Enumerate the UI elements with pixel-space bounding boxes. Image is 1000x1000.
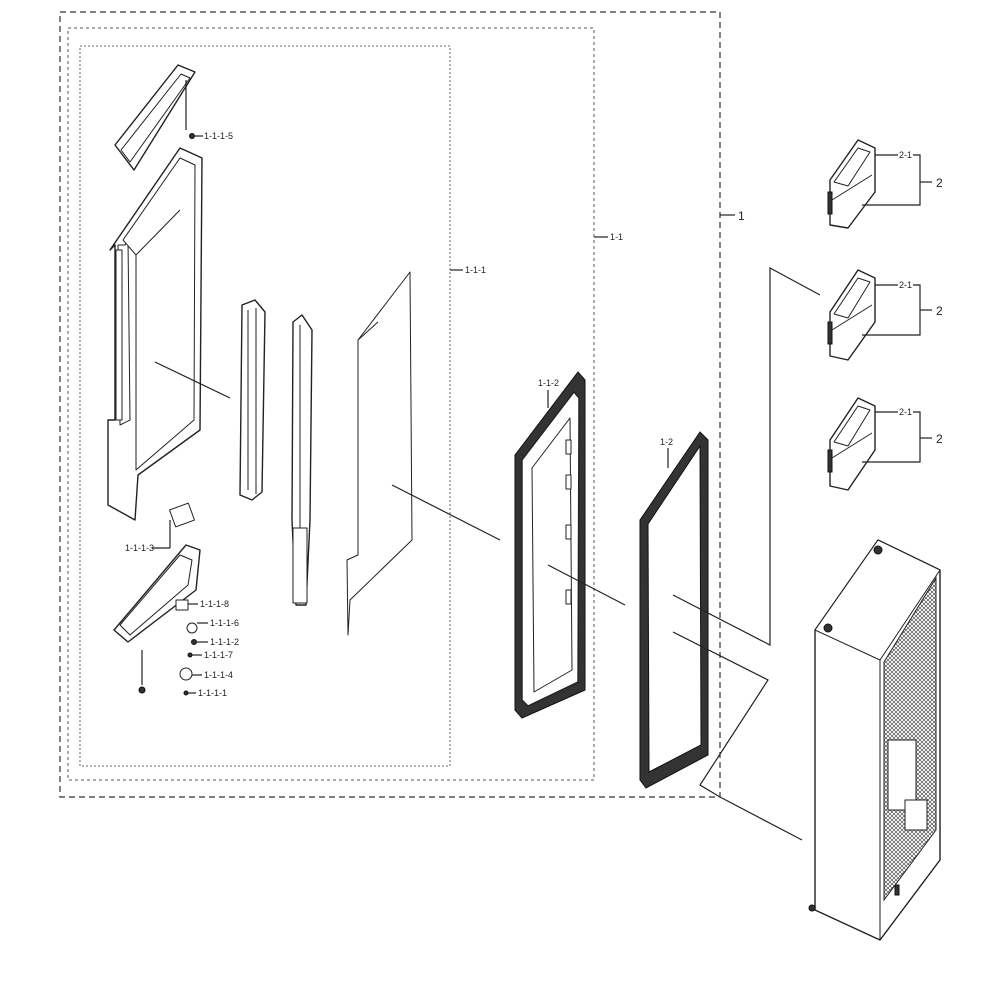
label-1-1-1-2: 1-1-1-2 xyxy=(210,637,239,647)
label-1-1-1-5: 1-1-1-5 xyxy=(204,131,233,141)
control-panel-assembly xyxy=(113,502,201,696)
label-1-1-1-7: 1-1-1-7 xyxy=(204,650,233,660)
bin-top-brackets xyxy=(862,154,932,206)
label-bin-middle-inner: 2-1 xyxy=(899,280,912,290)
leader-to-cabinet-lower xyxy=(719,796,803,841)
door-top-cap xyxy=(114,64,196,171)
door-inner-panel xyxy=(107,147,203,521)
assembly-1-1-box xyxy=(67,27,595,781)
door-insulation-sheet xyxy=(346,271,413,636)
leader-to-cabinet-upper xyxy=(672,631,769,798)
door-side-rail-right xyxy=(291,314,313,606)
refrigerator-cabinet xyxy=(720,214,941,941)
door-bin-bottom xyxy=(827,397,876,491)
leader-panel-to-rail xyxy=(154,361,231,399)
bin-bottom-brackets xyxy=(862,411,932,463)
door-side-rail-left xyxy=(239,299,266,501)
door-bin-middle xyxy=(827,269,876,361)
label-1-1-1: 1-1-1 xyxy=(465,265,486,275)
label-1-1-1-1: 1-1-1-1 xyxy=(198,688,227,698)
label-bin-bottom-inner: 2-1 xyxy=(899,407,912,417)
assembly-1-1-1-box xyxy=(79,45,451,767)
leader-sheet-to-liner xyxy=(391,484,501,541)
label-1-1-2: 1-1-2 xyxy=(538,378,559,388)
door-inner-liner xyxy=(514,371,586,719)
door-bin-top xyxy=(827,139,876,229)
label-1-2: 1-2 xyxy=(660,437,673,447)
label-bin-top-inner: 2-1 xyxy=(899,150,912,160)
label-1-1-1-8: 1-1-1-8 xyxy=(200,599,229,609)
label-1-1-1-6: 1-1-1-6 xyxy=(210,618,239,628)
bin-middle-brackets xyxy=(862,284,932,336)
assembly-1-box xyxy=(59,11,721,798)
label-1-1: 1-1 xyxy=(610,232,623,242)
label-assembly-1: 1 xyxy=(738,209,745,223)
label-bin-top-outer: 2 xyxy=(936,176,943,190)
door-gasket xyxy=(639,431,709,789)
label-bin-middle-outer: 2 xyxy=(936,304,943,318)
label-1-1-1-4: 1-1-1-4 xyxy=(204,670,233,680)
label-bin-bottom-outer: 2 xyxy=(936,432,943,446)
leader-liner-to-gasket xyxy=(547,564,626,606)
label-1-1-1-3: 1-1-1-3 xyxy=(125,543,154,553)
leader-to-bins xyxy=(672,266,821,646)
